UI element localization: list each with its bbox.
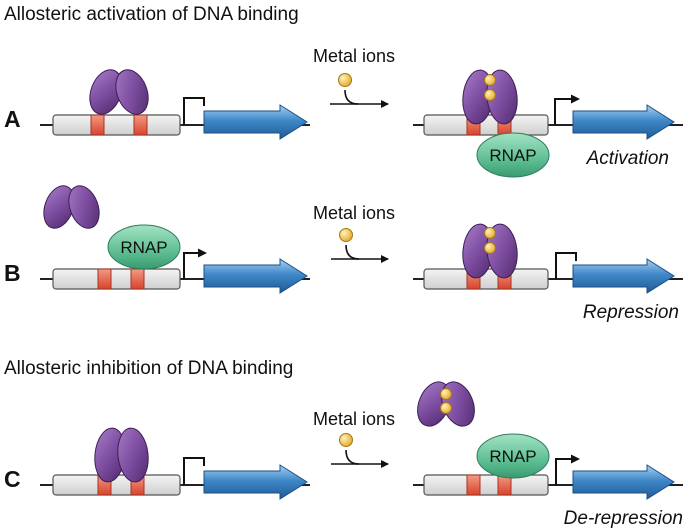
panel-a-outcome: Activation — [586, 148, 669, 169]
panel-b-rnap-label: RNAP — [120, 238, 167, 257]
panel-c-stimulus-label: Metal ions — [313, 409, 395, 429]
panel-b-left-operator-1 — [97, 268, 112, 290]
panel-c-left-gene-arrow — [203, 464, 308, 500]
activation-heading: Allosteric activation of DNA binding — [4, 4, 299, 25]
panel-b-bound-ion-2 — [484, 242, 496, 254]
panel-b-stimulus-label: Metal ions — [313, 203, 395, 223]
panel-a-reaction-arrow-head — [381, 100, 389, 108]
panel-b-stimulus-curve — [345, 244, 360, 260]
panel-c-left-regulator-dimer — [94, 427, 149, 483]
panel-a-rnap-label: RNAP — [489, 146, 536, 165]
panel-b-free-regulator-dimer — [43, 185, 100, 229]
panel-c-outcome: De-repression — [564, 508, 683, 529]
panel-a: A Metal ions RNAP — [4, 46, 683, 178]
panel-a-metal-ion — [338, 73, 352, 87]
panel-b-outcome: Repression — [583, 302, 679, 323]
panel-b-left-tss-arrowhead — [198, 248, 207, 258]
panel-a-stimulus-label: Metal ions — [313, 46, 395, 66]
panel-c-reaction-arrow-head — [381, 460, 389, 468]
panel-b-left-promoter-region — [52, 268, 181, 290]
panel-b-bound-ion-1 — [484, 227, 496, 239]
panel-c-stimulus-curve — [345, 449, 360, 465]
panel-c-bound-ion-1 — [440, 388, 452, 400]
panel-a-left-operator-1 — [90, 114, 105, 136]
panel-c-rnap — [476, 433, 550, 479]
panel-b-letter: B — [4, 260, 21, 286]
panel-c-right-tss-arrowhead — [571, 454, 580, 464]
panel-c-bound-ion-2 — [440, 402, 452, 414]
panel-c-right-promoter-region — [423, 474, 549, 496]
panel-a-right-regulator-dimer — [462, 69, 518, 125]
panel-b-reaction-arrow-head — [381, 255, 389, 263]
panel-a-bound-ion-2 — [484, 89, 496, 101]
panel-a-bound-ion-1 — [484, 74, 496, 86]
panel-c: C Metal ions RNAP — [4, 381, 683, 529]
panel-a-left-gene-arrow — [203, 104, 308, 140]
panel-b-metal-ion — [339, 228, 353, 242]
panel-a-right-gene-arrow — [572, 104, 675, 140]
panel-a-letter: A — [4, 106, 21, 132]
inhibition-heading: Allosteric inhibition of DNA binding — [4, 358, 293, 379]
panel-b: B RNAP Metal ions — [4, 185, 683, 323]
panel-c-rnap-label: RNAP — [489, 447, 536, 466]
panel-a-stimulus-curve — [344, 89, 359, 105]
panel-a-rnap — [476, 132, 550, 178]
panel-b-left-tss-icon — [183, 252, 201, 279]
panel-c-left-blocked-tss-icon — [183, 457, 205, 485]
panel-a-left-operator-2 — [133, 114, 148, 136]
panel-c-right-tss-icon — [555, 458, 574, 485]
panel-a-left-promoter-region — [52, 114, 181, 136]
panel-c-metal-ion — [339, 433, 353, 447]
panel-b-left-gene-arrow — [203, 258, 308, 294]
panel-b-right-gene-arrow — [572, 258, 675, 294]
panel-b-rnap — [107, 224, 181, 270]
panel-c-released-regulator-dimer — [417, 381, 475, 427]
panel-a-right-tss-arrowhead — [571, 94, 580, 104]
panel-a-left-blocked-tss-icon — [183, 97, 205, 125]
panel-b-right-blocked-tss-icon — [555, 252, 577, 279]
panel-c-right-operator-1 — [466, 474, 481, 496]
panel-b-right-regulator-dimer — [462, 223, 518, 279]
panel-c-letter: C — [4, 466, 21, 492]
panel-b-left-operator-2 — [130, 268, 145, 290]
panel-c-right-gene-arrow — [572, 464, 675, 500]
panel-a-left-regulator-dimer — [89, 69, 149, 115]
panel-a-right-tss-icon — [554, 98, 574, 125]
